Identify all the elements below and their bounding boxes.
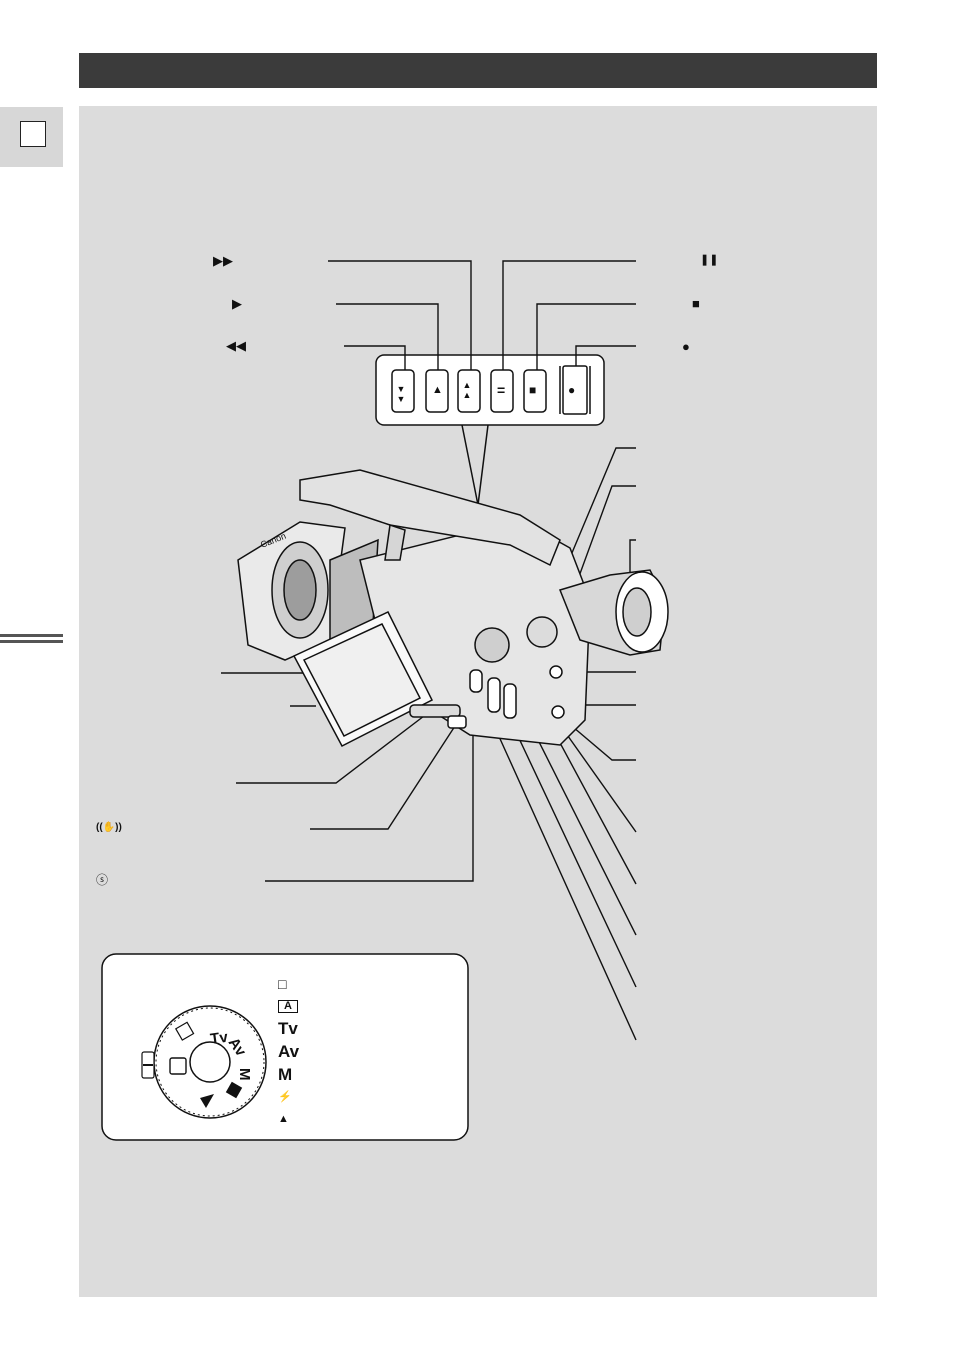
- button-record-glyph: ●: [568, 383, 576, 397]
- button-stop-glyph: ■: [529, 383, 537, 397]
- legend-easy-recording-icon: □: [278, 976, 287, 992]
- legend-program-icon: ▲: [278, 1113, 289, 1125]
- legend-av: Av: [278, 1042, 300, 1061]
- record-icon: ●: [682, 339, 690, 354]
- stop-icon: ■: [692, 296, 700, 311]
- legend-scene-icon: ⚡: [278, 1091, 292, 1103]
- button-play-glyph: ▲: [432, 384, 443, 396]
- pause-icon: ❚❚: [700, 254, 719, 266]
- mode-dial-box: [101, 953, 469, 1141]
- side-stripes: [0, 634, 63, 650]
- self-timer-icon: ⓢ: [96, 873, 109, 887]
- rewind-icon: ◀◀: [226, 338, 246, 353]
- tape-button-strip: [375, 354, 605, 506]
- legend-m: M: [278, 1065, 293, 1084]
- button-ff-glyph: ▲▲: [462, 380, 472, 400]
- camcorder-body: [237, 469, 669, 748]
- fast-forward-icon: ▶▶: [213, 253, 233, 268]
- image-stabilizer-icon: ((✋)): [96, 822, 122, 833]
- legend-auto-icon: A: [278, 1000, 298, 1013]
- dial-mark-tv: Tv: [209, 1029, 229, 1048]
- header-bar: [79, 53, 877, 88]
- chapter-marker-box: [20, 121, 46, 147]
- button-rewind-glyph: ▼▼: [396, 384, 406, 404]
- play-icon: ▶: [232, 296, 242, 311]
- legend-tv: Tv: [278, 1019, 298, 1038]
- button-pause-glyph: =: [497, 382, 506, 398]
- dial-mark-m: M: [236, 1068, 253, 1081]
